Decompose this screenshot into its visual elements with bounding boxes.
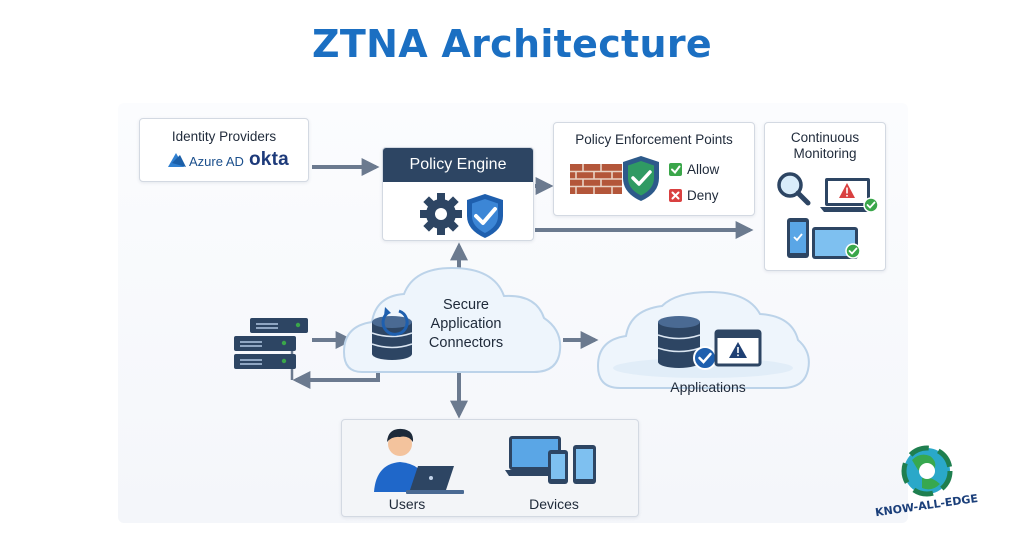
connector-label-line3: Connectors bbox=[428, 335, 504, 351]
shield-check-icon bbox=[467, 194, 503, 238]
applications-label: Applications bbox=[670, 379, 746, 395]
azure-ad-label: Azure AD bbox=[189, 154, 244, 169]
devices-label: Devices bbox=[529, 496, 579, 512]
continuous-monitoring-card: Continuous Monitoring bbox=[764, 122, 886, 271]
devices-icon bbox=[505, 436, 596, 484]
deny-label: Deny bbox=[687, 188, 719, 203]
users-label: Users bbox=[388, 496, 426, 512]
policy-enforcement-points-card: Policy Enforcement Points Allow Deny bbox=[553, 122, 755, 216]
user-laptop-icon bbox=[374, 428, 464, 494]
laptop-alert-icon bbox=[820, 178, 879, 213]
magnifier-icon bbox=[777, 172, 811, 206]
shield-check-icon bbox=[623, 156, 659, 201]
policy-engine-card: Policy Engine bbox=[382, 147, 534, 241]
connector-label-line1: Secure bbox=[443, 297, 489, 313]
okta-label: okta bbox=[249, 149, 289, 170]
pep-title: Policy Enforcement Points bbox=[575, 132, 733, 147]
users-devices-card: Users Devices bbox=[341, 419, 639, 517]
firewall-icon bbox=[570, 164, 622, 194]
gear-icon bbox=[420, 193, 462, 235]
devices-check-icon bbox=[787, 218, 861, 259]
deny-x-icon bbox=[669, 189, 682, 202]
policy-engine-title: Policy Engine bbox=[383, 148, 533, 182]
azure-ad-logo-icon bbox=[168, 153, 186, 167]
identity-providers-title: Identity Providers bbox=[171, 129, 277, 144]
monitoring-title-line2: Monitoring bbox=[793, 146, 857, 161]
page-title: ZTNA Architecture bbox=[312, 22, 712, 66]
identity-providers-card: Identity Providers Azure AD okta bbox=[139, 118, 309, 182]
allow-check-icon bbox=[669, 163, 682, 176]
connector-label-line2: Application bbox=[430, 316, 502, 332]
monitoring-title-line1: Continuous bbox=[790, 130, 860, 145]
allow-label: Allow bbox=[687, 162, 720, 177]
